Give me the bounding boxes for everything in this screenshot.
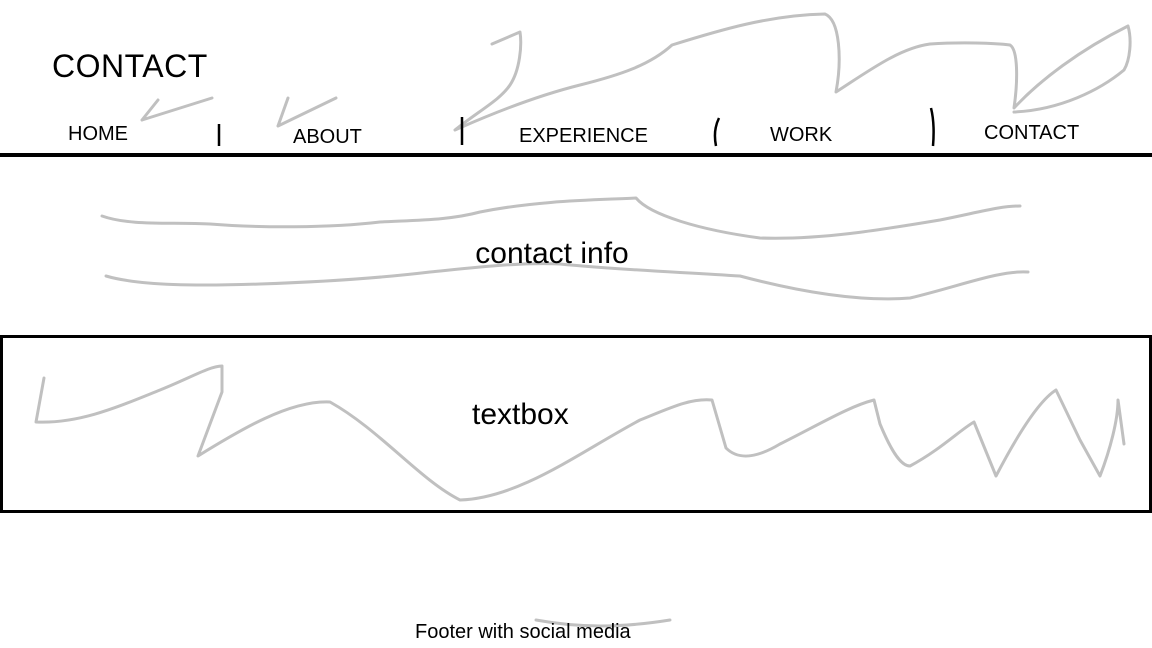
nav-item-experience[interactable]: EXPERIENCE bbox=[519, 125, 648, 147]
page-title: CONTACT bbox=[52, 48, 208, 84]
contact-info-top-scribble bbox=[100, 196, 1022, 240]
nav-separator bbox=[460, 117, 464, 145]
nav-separator bbox=[929, 107, 935, 147]
contact-info-section: contact info bbox=[475, 237, 629, 270]
footer: Footer with social media bbox=[415, 621, 631, 643]
nav-item-contact[interactable]: CONTACT bbox=[984, 122, 1080, 144]
message-textbox[interactable] bbox=[0, 335, 1152, 513]
nav-item-home[interactable]: HOME bbox=[68, 123, 128, 145]
textbox-label: textbox bbox=[472, 398, 569, 431]
nav-separator bbox=[217, 124, 221, 146]
header-divider bbox=[0, 153, 1152, 157]
nav-item-work[interactable]: WORK bbox=[770, 124, 833, 146]
nav-item-about[interactable]: ABOUT bbox=[293, 126, 362, 148]
nav-separator bbox=[713, 117, 721, 147]
top-nav: HOME ABOUT EXPERIENCE WORK CONTACT bbox=[0, 0, 1152, 160]
